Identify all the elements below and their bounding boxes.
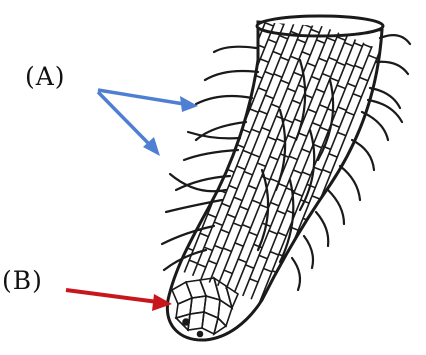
arrow-a-upper (98, 90, 184, 104)
tip-dot (183, 319, 189, 325)
root-hair (376, 62, 408, 74)
root-hair (196, 96, 252, 104)
cell-cross-wall (214, 102, 222, 105)
cell-cross-wall (232, 81, 240, 84)
cell-cross-wall (242, 33, 250, 36)
tip-dot (198, 332, 203, 337)
cell-cross-wall (177, 195, 185, 198)
cell-cross-wall (251, 9, 259, 12)
cell-cross-wall (224, 77, 232, 80)
cell-cross-wall (205, 124, 213, 127)
arrow-a-lower (98, 92, 150, 145)
root-hair (328, 190, 344, 224)
cell-cross-wall (174, 226, 182, 229)
label-b-arrow (66, 290, 172, 311)
cell-cross-wall (242, 81, 250, 84)
root-hair (380, 35, 410, 44)
cell-cross-wall (221, 107, 229, 110)
cell-cross-wall (231, 133, 239, 136)
cell-cross-wall (231, 108, 239, 111)
cell-cross-wall (167, 242, 175, 245)
cell-cross-wall (222, 131, 230, 134)
cell-cross-wall (260, 10, 268, 13)
cell-cross-wall (185, 224, 193, 227)
root-hair (292, 258, 300, 290)
cell-cross-wall (242, 56, 250, 59)
root-hair (352, 140, 374, 170)
cell-cross-wall (163, 230, 171, 233)
cell-cross-wall (174, 251, 182, 254)
root-hair (188, 132, 240, 138)
root-hair (205, 71, 258, 80)
root-hair (316, 212, 328, 246)
cell-cross-wall (234, 53, 242, 56)
root-hair (304, 236, 313, 268)
cell-cross-wall (186, 171, 194, 174)
cell-cross-wall (202, 157, 210, 160)
label-a-arrows (98, 90, 198, 156)
label-a: (A) (25, 62, 66, 91)
arrow-b (66, 290, 158, 302)
root-hair (340, 166, 360, 200)
cell-cross-wall (216, 169, 224, 172)
cell-cross-wall (210, 184, 218, 187)
cell-cross-wall (277, 282, 285, 285)
root-hair (184, 150, 238, 160)
root-hair (214, 47, 256, 52)
cell-cross-wall (197, 144, 205, 147)
label-b: (B) (2, 266, 43, 295)
